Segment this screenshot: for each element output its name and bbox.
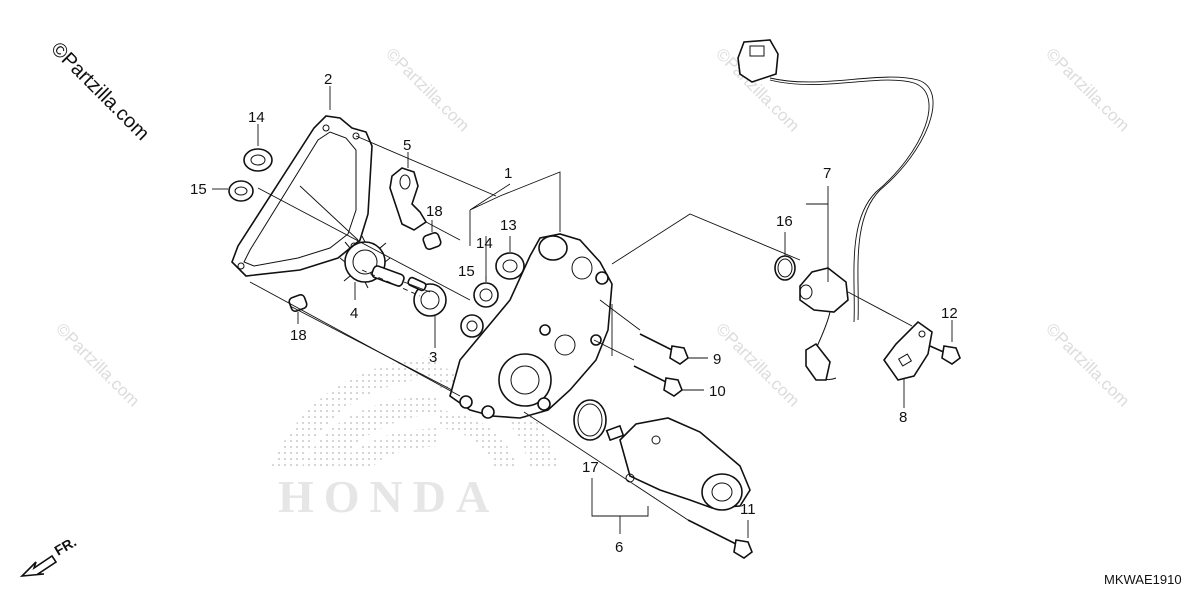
bearing-part-15-left bbox=[228, 180, 254, 202]
callout-17: 17 bbox=[582, 459, 599, 476]
callout-10: 10 bbox=[709, 383, 726, 400]
bolt-part-12 bbox=[929, 345, 961, 365]
shift-arm-part-5 bbox=[389, 167, 428, 231]
shift-motor-part-6 bbox=[605, 417, 751, 511]
callout-14-left: 14 bbox=[248, 109, 265, 126]
dowel-pin-part-18-lower bbox=[288, 294, 308, 312]
callout-2: 2 bbox=[324, 71, 332, 88]
bearing-part-14-center bbox=[473, 282, 499, 308]
callout-7: 7 bbox=[823, 165, 831, 182]
callout-5: 5 bbox=[403, 137, 411, 154]
o-ring-part-16 bbox=[774, 255, 796, 281]
housing-cover-part-1 bbox=[449, 233, 613, 419]
sensor-part-7 bbox=[799, 267, 849, 381]
callout-16: 16 bbox=[776, 213, 793, 230]
callout-1: 1 bbox=[504, 165, 512, 182]
watermark-2: ©Partzilla.com bbox=[382, 44, 473, 135]
callout-3: 3 bbox=[429, 349, 437, 366]
alignment-lines bbox=[249, 135, 913, 521]
callout-6: 6 bbox=[615, 539, 623, 556]
bearing-part-15-center bbox=[460, 314, 484, 338]
callout-9: 9 bbox=[713, 351, 721, 368]
bearing-part-13 bbox=[495, 252, 525, 280]
watermark-7: ©Partzilla.com bbox=[1042, 319, 1133, 410]
gear-part-3 bbox=[407, 276, 447, 317]
watermark-5: ©Partzilla.com bbox=[52, 319, 143, 410]
callout-4: 4 bbox=[350, 305, 358, 322]
callout-8: 8 bbox=[899, 409, 907, 426]
callout-13: 13 bbox=[500, 217, 517, 234]
bolt-part-10 bbox=[633, 365, 683, 397]
front-direction-arrow: FR. bbox=[19, 533, 80, 577]
bolt-part-9 bbox=[639, 333, 689, 365]
callout-15-center: 15 bbox=[458, 263, 475, 280]
bearing-part-14-left bbox=[243, 148, 273, 172]
dowel-pin-part-18-upper bbox=[422, 232, 442, 250]
honda-wordmark: HONDA bbox=[278, 471, 499, 522]
callout-11: 11 bbox=[740, 501, 756, 518]
watermark-6: ©Partzilla.com bbox=[712, 319, 803, 410]
callout-18-upper: 18 bbox=[426, 203, 443, 220]
callout-18-lower: 18 bbox=[290, 327, 307, 344]
bolt-part-11 bbox=[687, 519, 753, 559]
callout-14-center: 14 bbox=[476, 235, 493, 252]
watermark-primary: ©Partzilla.com bbox=[46, 38, 153, 145]
bracket-part-8 bbox=[883, 320, 933, 381]
gasket-part-2 bbox=[231, 115, 373, 277]
front-direction-label: FR. bbox=[52, 533, 80, 558]
gear-part-4 bbox=[339, 235, 405, 289]
o-ring-part-17 bbox=[573, 399, 607, 441]
watermark-4: ©Partzilla.com bbox=[1042, 44, 1133, 135]
callout-15-left: 15 bbox=[190, 181, 207, 198]
callout-12: 12 bbox=[941, 305, 958, 322]
callout-leaders bbox=[212, 86, 953, 538]
diagram-code: MKWAE1910 bbox=[1104, 572, 1182, 587]
callout-labels: 2 14 15 5 18 4 3 18 1 13 14 15 7 16 9 10… bbox=[190, 71, 958, 556]
connector-part-7 bbox=[737, 39, 934, 323]
